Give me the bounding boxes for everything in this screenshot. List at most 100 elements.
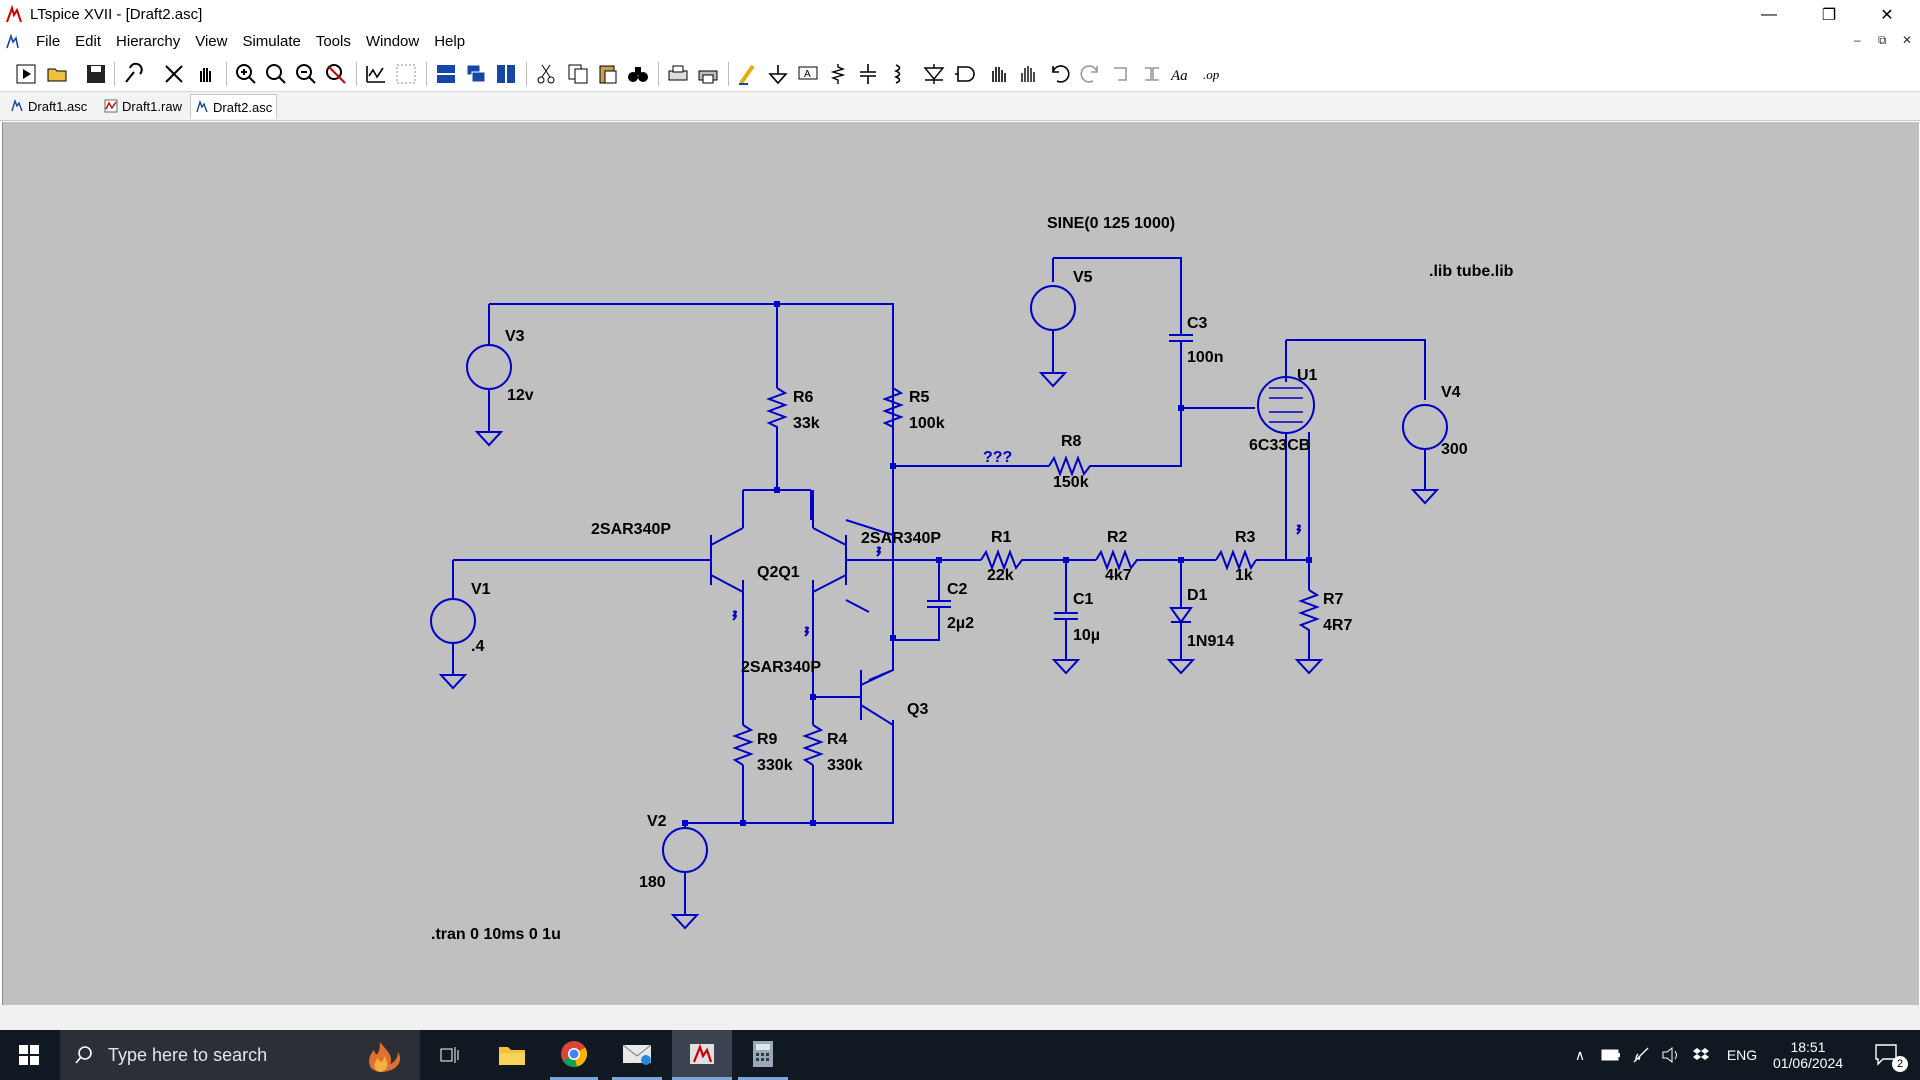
notifications-button[interactable]: 2 [1862, 1030, 1912, 1080]
ground-symbol [1038, 372, 1068, 388]
move-icon[interactable] [986, 62, 1010, 86]
d1-name: D1 [1187, 587, 1208, 604]
svg-text:A: A [804, 69, 811, 80]
run-icon[interactable] [14, 62, 38, 86]
mirror-icon[interactable] [1140, 62, 1164, 86]
component-icon[interactable] [954, 62, 978, 86]
document-icon[interactable] [4, 33, 20, 50]
scissors-icon[interactable] [534, 62, 558, 86]
capacitor-c3 [1169, 280, 1193, 347]
diode-icon[interactable] [922, 62, 946, 86]
menu-window[interactable]: Window [365, 33, 420, 50]
menu-view[interactable]: View [195, 33, 228, 50]
paste-icon[interactable] [596, 62, 620, 86]
menu-hierarchy[interactable]: Hierarchy [116, 33, 181, 50]
notification-icon [1875, 1044, 1897, 1066]
menu-edit[interactable]: Edit [75, 33, 102, 50]
resistor-icon[interactable] [826, 62, 850, 86]
zoom-cancel-icon[interactable] [324, 62, 348, 86]
menu-help[interactable]: Help [434, 33, 466, 50]
schematic-canvas[interactable]: SINE(0 125 1000) .lib tube.lib .tran 0 1… [2, 122, 1919, 1005]
find-icon[interactable] [626, 62, 650, 86]
menu-file[interactable]: File [36, 33, 61, 50]
tile-vertical-icon[interactable] [494, 62, 518, 86]
control-panel-icon[interactable] [122, 62, 146, 86]
clock[interactable]: 18:51 01/06/2024 [1770, 1030, 1846, 1080]
battery-icon[interactable] [1598, 1030, 1624, 1080]
windows-logo-icon [19, 1045, 39, 1065]
mdi-restore-button[interactable]: ⧉ [1878, 33, 1887, 47]
spice-directive-icon[interactable]: .op [1202, 62, 1226, 86]
svg-text:.op: .op [1203, 67, 1220, 82]
ground-icon[interactable] [766, 62, 790, 86]
q2-model: 2SAR340P [591, 521, 671, 538]
tab-draft1-raw[interactable]: Draft1.raw [100, 94, 186, 118]
close-button[interactable]: ✕ [1858, 0, 1916, 29]
source-v3 [466, 344, 512, 390]
language-indicator[interactable]: ENG [1722, 1030, 1762, 1080]
tab-draft1-asc[interactable]: Draft1.asc [6, 94, 91, 118]
undo-icon[interactable] [1048, 62, 1072, 86]
tab-draft2-asc[interactable]: Draft2.asc [190, 94, 278, 119]
resistor-r6 [766, 387, 788, 432]
taskbar-search[interactable]: Type here to search [60, 1030, 420, 1080]
minimize-button[interactable]: — [1740, 0, 1798, 29]
print-icon[interactable] [696, 62, 720, 86]
c2-name: C2 [947, 581, 968, 598]
draw-wire-icon[interactable] [736, 62, 760, 86]
v1-value: .4 [471, 638, 484, 655]
q3-model: 2SAR340P [741, 659, 821, 676]
taskbar-ltspice[interactable] [672, 1030, 732, 1080]
zoom-fit-icon[interactable] [264, 62, 288, 86]
label-net-icon[interactable]: A [796, 62, 820, 86]
zoom-out-icon[interactable] [294, 62, 318, 86]
menu-simulate[interactable]: Simulate [242, 33, 301, 50]
inductor-icon[interactable] [886, 62, 910, 86]
mdi-minimize-button[interactable]: – [1854, 33, 1861, 47]
save-icon[interactable] [84, 62, 108, 86]
source-v5 [1030, 285, 1076, 331]
task-view-button[interactable] [428, 1030, 472, 1080]
drag-icon[interactable] [1016, 62, 1040, 86]
resistor-r5 [882, 387, 904, 432]
junction-dot [1178, 557, 1184, 563]
ltspice-taskbar-icon [690, 1043, 714, 1064]
v5-name: V5 [1073, 269, 1093, 286]
capacitor-icon[interactable] [856, 62, 880, 86]
copy-icon[interactable] [566, 62, 590, 86]
junction-dot [1306, 557, 1312, 563]
tile-horizontal-icon[interactable] [434, 62, 458, 86]
junction-dot [890, 463, 896, 469]
print-setup-icon[interactable] [666, 62, 690, 86]
cut-wire-icon[interactable] [162, 62, 186, 86]
taskbar-mail[interactable] [612, 1030, 662, 1080]
restore-button[interactable]: ❐ [1800, 0, 1858, 29]
r3-name: R3 [1235, 529, 1256, 546]
mdi-close-button[interactable]: ✕ [1902, 33, 1913, 47]
start-button[interactable] [0, 1030, 58, 1080]
taskbar-chrome[interactable] [550, 1030, 598, 1080]
probe-mark [732, 524, 1301, 637]
wifi-icon[interactable] [1628, 1030, 1654, 1080]
dropbox-icon[interactable] [1688, 1030, 1714, 1080]
show-hidden-icons-button[interactable]: ∧ [1568, 1030, 1592, 1080]
open-icon[interactable] [46, 62, 70, 86]
zoom-in-icon[interactable] [234, 62, 258, 86]
folder-icon [499, 1047, 525, 1065]
v1-name: V1 [471, 581, 491, 598]
r4-name: R4 [827, 731, 848, 748]
text-icon[interactable]: Aa [1170, 62, 1194, 86]
junction-dot [1063, 557, 1069, 563]
r5-name: R5 [909, 389, 930, 406]
r8-name: R8 [1061, 433, 1082, 450]
redo-icon[interactable] [1078, 62, 1102, 86]
taskbar-file-explorer[interactable] [488, 1030, 536, 1080]
autorange-icon[interactable] [364, 62, 388, 86]
taskbar-calculator[interactable] [738, 1030, 788, 1080]
volume-icon[interactable] [1658, 1030, 1684, 1080]
schematic-symbol-icon[interactable] [394, 62, 418, 86]
pan-icon[interactable] [194, 62, 218, 86]
cascade-icon[interactable] [464, 62, 488, 86]
rotate-icon[interactable] [1110, 62, 1134, 86]
menu-tools[interactable]: Tools [315, 33, 351, 50]
